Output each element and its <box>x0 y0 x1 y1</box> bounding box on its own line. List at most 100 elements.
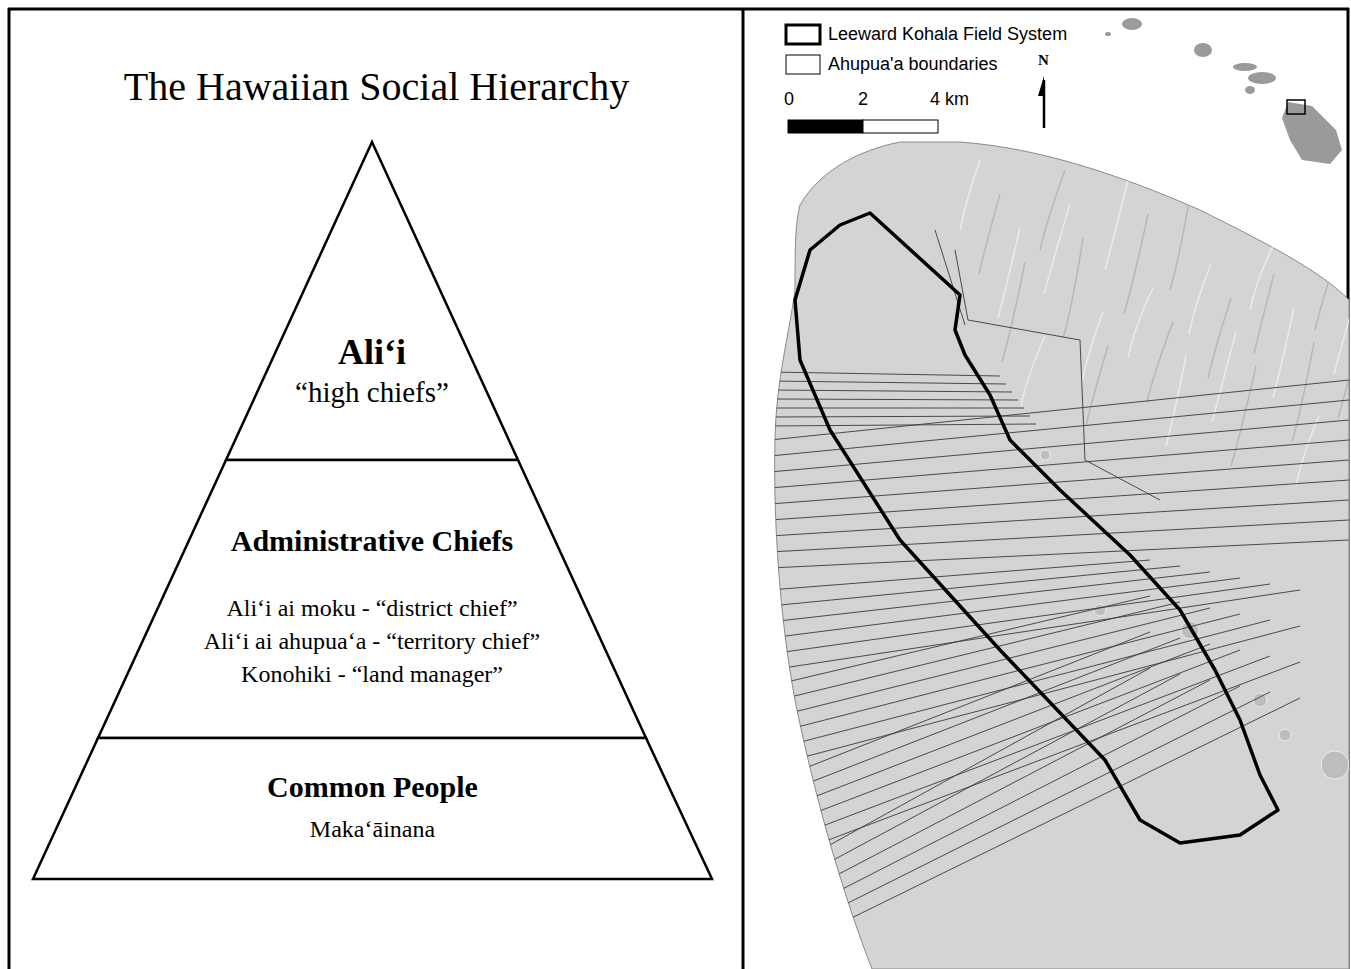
ahupuaa-line <box>770 650 1240 830</box>
diagram-title: The Hawaiian Social Hierarchy <box>10 63 743 111</box>
terrain-cone <box>1040 450 1050 460</box>
ahupuaa-line <box>770 662 1300 862</box>
ahupuaa-line <box>770 686 1240 926</box>
tier-name: Common People <box>267 769 478 805</box>
tier-outline <box>33 738 712 879</box>
tier-shape <box>33 738 712 879</box>
ahupuaa-line <box>770 424 1036 426</box>
ahupuaa-line <box>770 480 1349 520</box>
terrain-gully <box>1086 346 1108 426</box>
ahupuaa-line <box>770 566 1180 606</box>
terrain-gully <box>1166 356 1186 446</box>
tier-outline <box>226 142 518 460</box>
scale-bar-segment <box>863 120 938 133</box>
terrain-gully <box>1250 240 1276 310</box>
hierarchy-tier: Administrative ChiefsAli‘i ai moku - “di… <box>98 460 646 738</box>
scale-bar-segment <box>788 120 863 133</box>
ahupuaa-line <box>770 500 1349 536</box>
tier-name: Ali‘i <box>338 330 406 374</box>
terrain-gully <box>1189 264 1211 334</box>
field-system-outline <box>795 213 1278 843</box>
hierarchy-tier: Ali‘i“high chiefs” <box>226 142 518 460</box>
ahupuaa-line <box>770 584 1270 654</box>
ahupuaa-line <box>770 440 1349 488</box>
terrain-cone <box>1279 729 1291 741</box>
legend-swatch <box>786 25 820 44</box>
tier-gloss: “high chiefs” <box>295 374 449 410</box>
ahupuaa-line <box>770 698 1300 958</box>
terrain-gully <box>1147 322 1173 402</box>
ahupuaa-line <box>1080 340 1085 460</box>
ahupuaa-line <box>770 614 1240 734</box>
terrain-cone <box>1253 693 1267 707</box>
frame-line <box>8 8 1349 11</box>
tier-content: Administrative ChiefsAli‘i ai moku - “di… <box>98 523 646 691</box>
ahupuaa-line <box>770 408 1024 409</box>
terrain-gully <box>1338 318 1351 418</box>
terrain-gully <box>1124 214 1148 314</box>
terrain-gully <box>1128 288 1153 358</box>
frame-line <box>8 8 11 969</box>
tier-outline <box>98 460 646 738</box>
terrain-gully <box>1315 250 1339 330</box>
ahupuaa-line <box>770 540 1349 568</box>
terrain-gully <box>1002 262 1025 362</box>
legend-label: Ahupua'a boundaries <box>828 53 998 75</box>
ahupuaa-line <box>770 399 1018 400</box>
terrain-gully <box>1254 274 1274 354</box>
ahupuaa-line <box>770 680 1210 910</box>
ahupuaa-line <box>770 644 1210 814</box>
terrain-gully <box>1273 308 1294 398</box>
ahupuaa-boundaries <box>770 230 1349 958</box>
ahupuaa-line <box>770 520 1349 552</box>
scale-number: 2 <box>858 89 868 110</box>
ahupuaa-line <box>770 608 1210 718</box>
frame-line <box>742 8 745 969</box>
ahupuaa-line <box>770 578 1240 638</box>
terrain-cone <box>1321 751 1349 779</box>
legend-label: Leeward Kohala Field System <box>828 23 1067 45</box>
ahupuaa-line <box>770 381 1006 384</box>
ahupuaa-line <box>770 596 1150 686</box>
inset-island <box>1248 72 1276 84</box>
ahupuaa-line <box>968 320 1080 340</box>
inset-locator-box <box>1287 100 1305 114</box>
inset-island <box>1245 86 1255 94</box>
tier-name: Administrative Chiefs <box>231 523 513 559</box>
terrain-gully <box>1021 336 1045 406</box>
inset-island <box>1233 63 1257 71</box>
tier-role: Ali‘i ai moku - “district chief” <box>226 592 517 625</box>
terrain-gully <box>1231 366 1256 466</box>
terrain-gully <box>1212 332 1236 422</box>
ahupuaa-line <box>770 590 1300 670</box>
hierarchy-tier: Common PeopleMaka‘āinana <box>33 738 712 879</box>
terrain-gully <box>979 194 1000 274</box>
terrain-gully <box>1063 238 1083 338</box>
terrain-gully <box>1040 170 1065 250</box>
tier-role: Konohiki - “land manager” <box>241 658 503 691</box>
inset-island <box>1194 43 1212 57</box>
tier-content: Common PeopleMaka‘āinana <box>33 769 712 846</box>
ahupuaa-line <box>770 620 1270 750</box>
terrain-cone <box>1094 604 1106 616</box>
terrain-gully <box>1292 342 1314 442</box>
inset-islands <box>1105 18 1342 164</box>
north-label: N <box>1038 52 1049 69</box>
inset-island <box>1105 32 1111 36</box>
legend-swatch <box>786 55 820 74</box>
terrain-gully <box>1044 204 1070 294</box>
terrain-gully <box>1105 180 1128 270</box>
terrain-gully <box>1296 416 1319 486</box>
ahupuaa-line <box>770 380 1349 440</box>
tier-role: Ali‘i ai ahupua‘a - “territory chief” <box>204 625 541 658</box>
scale-number: 0 <box>784 89 794 110</box>
ahupuaa-line <box>770 632 1150 782</box>
hillshade-texture <box>960 160 1351 779</box>
tier-content: Ali‘i“high chiefs” <box>226 330 518 410</box>
inset-island <box>1122 18 1142 30</box>
ahupuaa-line <box>770 390 1012 392</box>
scale-unit-label: 4 km <box>930 89 969 110</box>
ahupuaa-line <box>770 602 1180 702</box>
north-arrow-head <box>1038 76 1044 96</box>
tier-shape <box>226 142 518 460</box>
